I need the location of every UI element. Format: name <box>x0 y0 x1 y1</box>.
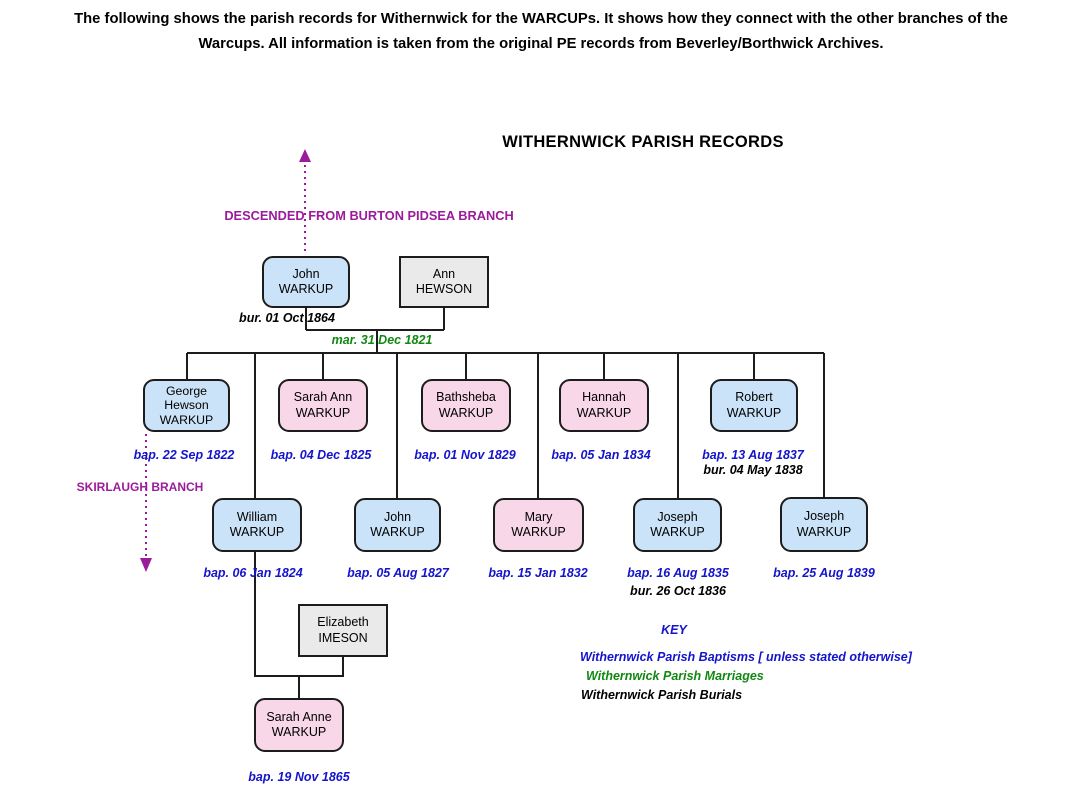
page-intro-line-1: The following shows the parish records f… <box>74 11 1008 27</box>
person-box-bathsheba-warkup: Bathsheba WARKUP <box>421 379 511 432</box>
baptism-date-bathsheba: bap. 01 Nov 1829 <box>414 448 516 462</box>
person-name: Joseph <box>803 509 845 524</box>
chart-title: WITHERNWICK PARISH RECORDS <box>102 133 1082 152</box>
person-box-john-warkup-sr: John WARKUP <box>262 256 350 308</box>
person-name: Robert <box>735 390 773 405</box>
person-surname: WARKUP <box>295 405 351 420</box>
baptism-date-joseph-1: bap. 16 Aug 1835 <box>627 566 729 580</box>
person-surname: WARKUP <box>796 524 852 539</box>
baptism-date-william: bap. 06 Jan 1824 <box>203 566 303 580</box>
arrow-down-icon <box>140 558 152 572</box>
person-surname: WARKUP <box>726 405 782 420</box>
person-box-sarah-anne-warkup: Sarah Anne WARKUP <box>254 698 344 752</box>
person-middle: Hewson <box>164 398 209 413</box>
person-surname: WARKUP <box>650 525 705 539</box>
person-surname: WARKUP <box>278 282 334 296</box>
person-name: Sarah Ann <box>293 390 353 405</box>
person-box-john-warkup-jr: John WARKUP <box>354 498 441 552</box>
branch-label-burton-pidsea: DESCENDED FROM BURTON PIDSEA BRANCH <box>224 208 514 223</box>
person-name: Elizabeth <box>317 615 369 630</box>
baptism-date-sarah-anne: bap. 19 Nov 1865 <box>248 770 350 784</box>
person-name: Ann <box>432 266 456 281</box>
person-box-william-warkup: William WARKUP <box>212 498 302 552</box>
key-burials-entry: Withernwick Parish Burials <box>581 688 743 702</box>
baptism-date-sarah-ann: bap. 04 Dec 1825 <box>270 448 372 462</box>
person-name: John <box>383 509 412 524</box>
person-surname: WARKUP <box>159 412 214 427</box>
person-surname: WARKUP <box>438 405 494 420</box>
marriage-date-john-ann: mar. 31 Dec 1821 <box>331 333 433 347</box>
key-marriages-entry: Withernwick Parish Marriages <box>586 669 764 683</box>
baptism-date-hannah: bap. 05 Jan 1834 <box>551 448 651 462</box>
person-box-mary-warkup: Mary WARKUP <box>493 498 584 552</box>
person-name: John <box>292 266 320 281</box>
person-surname: WARKUP <box>370 525 425 539</box>
burial-date-robert: bur. 04 May 1838 <box>703 463 803 477</box>
person-surname: IMESON <box>318 630 368 645</box>
page-intro-line-2: Warcups. All information is taken from t… <box>198 36 884 52</box>
skirlaugh-branch-arrow <box>140 434 152 572</box>
person-box-george-hewson-warkup: George Hewson WARKUP <box>143 379 230 432</box>
person-name: Mary <box>524 509 553 524</box>
burton-pidsea-branch-arrow <box>299 149 311 255</box>
person-box-robert-warkup: Robert WARKUP <box>710 379 798 432</box>
baptism-date-joseph-2: bap. 25 Aug 1839 <box>773 566 875 580</box>
key-baptisms-entry: Withernwick Parish Baptisms [ unless sta… <box>580 650 912 664</box>
baptism-date-john-jr: bap. 05 Aug 1827 <box>347 566 449 580</box>
person-surname: WARKUP <box>229 525 285 539</box>
person-name: Sarah Anne <box>266 709 332 724</box>
burial-date-john-sr: bur. 01 Oct 1864 <box>239 311 335 325</box>
baptism-date-robert: bap. 13 Aug 1837 <box>702 448 804 462</box>
arrow-up-icon <box>299 149 311 162</box>
chart-title-text: WITHERNWICK PARISH RECORDS <box>502 133 784 151</box>
person-name: Joseph <box>657 509 698 524</box>
family-connector-lines <box>186 306 825 698</box>
baptism-date-george: bap. 22 Sep 1822 <box>133 448 235 462</box>
person-box-joseph-warkup-2: Joseph WARKUP <box>780 497 868 552</box>
person-name: George <box>165 384 208 399</box>
key-title: KEY <box>661 623 687 637</box>
person-surname: WARKUP <box>271 725 327 739</box>
burial-date-joseph-1: bur. 26 Oct 1836 <box>630 584 726 598</box>
person-box-ann-hewson: Ann HEWSON <box>399 256 489 308</box>
person-box-sarah-ann-warkup: Sarah Ann WARKUP <box>278 379 368 432</box>
person-surname: WARKUP <box>511 525 566 539</box>
branch-label-skirlaugh: SKIRLAUGH BRANCH <box>76 480 204 494</box>
person-name: Hannah <box>582 390 626 405</box>
person-box-elizabeth-imeson: Elizabeth IMESON <box>298 604 388 657</box>
person-box-hannah-warkup: Hannah WARKUP <box>559 379 649 432</box>
person-surname: HEWSON <box>415 282 473 296</box>
baptism-date-mary: bap. 15 Jan 1832 <box>488 566 588 580</box>
person-name: William <box>236 509 278 524</box>
person-box-joseph-warkup-1: Joseph WARKUP <box>633 498 722 552</box>
person-name: Bathsheba <box>436 390 496 405</box>
person-surname: WARKUP <box>576 405 632 420</box>
